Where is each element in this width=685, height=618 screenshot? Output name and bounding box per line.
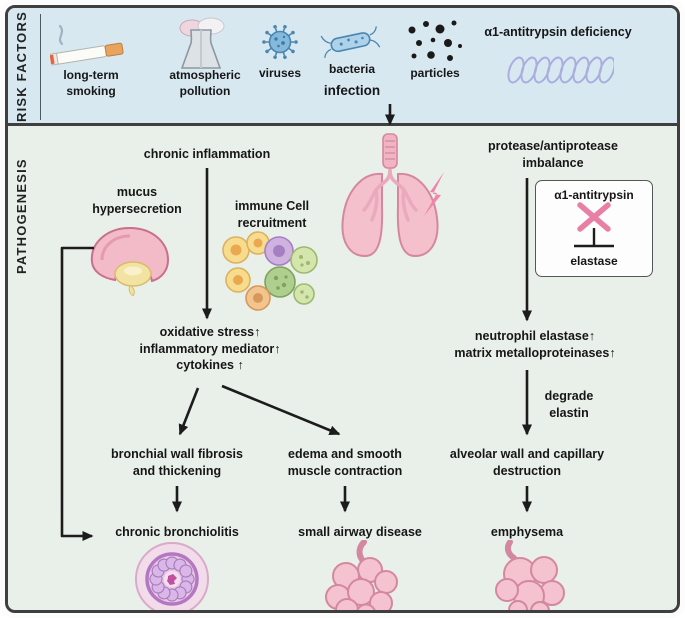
infection-label: infection (323, 83, 381, 98)
proteases-label: neutrophil elastase↑ matrix metalloprote… (454, 328, 615, 361)
pollution-tower-icon (179, 17, 225, 69)
lightning-bolt-icon (424, 172, 444, 216)
arrow-mediators-to-fibrosis (178, 387, 200, 436)
risk-factors-section-label: RISK FACTORS (14, 11, 29, 123)
viruses-label: viruses (258, 66, 302, 80)
cigarette-icon (50, 24, 124, 66)
immune-cells-illustration (222, 231, 318, 311)
aat-label: α1-antitrypsin (554, 188, 634, 202)
lungs-illustration (341, 133, 444, 258)
chronic-inflammation-label: chronic inflammation (143, 147, 271, 161)
chronic-bronchiolitis-label: chronic bronchiolitis (115, 525, 239, 539)
degrade-elastin-label: degrade elastin (544, 389, 594, 420)
blocked-inhibition-icon (574, 202, 614, 248)
mediators-label: oxidative stress↑ inflammatory mediator↑… (139, 324, 280, 374)
cytokines-line: cytokines ↑ (176, 358, 244, 372)
small-airway-illustration (325, 540, 398, 610)
smoking-label: long-term smoking (63, 68, 119, 98)
immune-cell-recruitment-label: immune Cell recruitment (234, 199, 310, 230)
figure-frame: RISK FACTORS long-term smoking atmospher… (5, 5, 680, 613)
aat-inhibition-box: α1-antitrypsin elastase (535, 180, 653, 277)
dna-helix-icon (507, 56, 614, 84)
small-airway-disease-label: small airway disease (298, 525, 422, 539)
particles-label: particles (410, 66, 460, 80)
arrow-mediators-to-edema (221, 384, 341, 436)
bronchial-fibrosis-label: bronchial wall fibrosis and thickening (111, 447, 243, 478)
bacteria-icon (320, 26, 381, 58)
neutrophil-elastase-line: neutrophil elastase↑ (474, 329, 596, 343)
pollution-label: atmospheric pollution (169, 68, 241, 98)
mucus-gland-illustration (90, 226, 170, 296)
emphysema-label: emphysema (490, 525, 564, 539)
virus-icon (261, 23, 299, 61)
elastase-label: elastase (570, 254, 618, 268)
oxidative-stress-line: oxidative stress↑ (159, 325, 261, 339)
particles-icon (408, 20, 462, 61)
protease-imbalance-label: protease/antiprotease imbalance (488, 139, 618, 170)
emphysema-illustration (495, 540, 565, 610)
risk-factors-section: RISK FACTORS long-term smoking atmospher… (8, 8, 677, 126)
bacteria-label: bacteria (328, 62, 376, 76)
bronchiole-cross-section-illustration (135, 542, 209, 610)
inflammatory-mediator-line: inflammatory mediator↑ (139, 341, 281, 356)
section-divider (40, 14, 41, 120)
pathogenesis-section-label: PATHOGENESIS (14, 158, 29, 274)
matrix-metalloproteinases-line: matrix metalloproteinases↑ (454, 345, 616, 360)
mucus-hypersecretion-label: mucus hypersecretion (92, 185, 182, 216)
edema-contraction-label: edema and smooth muscle contraction (287, 447, 403, 478)
aat-deficiency-label: α1-antitrypsin deficiency (484, 25, 632, 39)
alveolar-destruction-label: alveolar wall and capillary destruction (449, 447, 605, 478)
